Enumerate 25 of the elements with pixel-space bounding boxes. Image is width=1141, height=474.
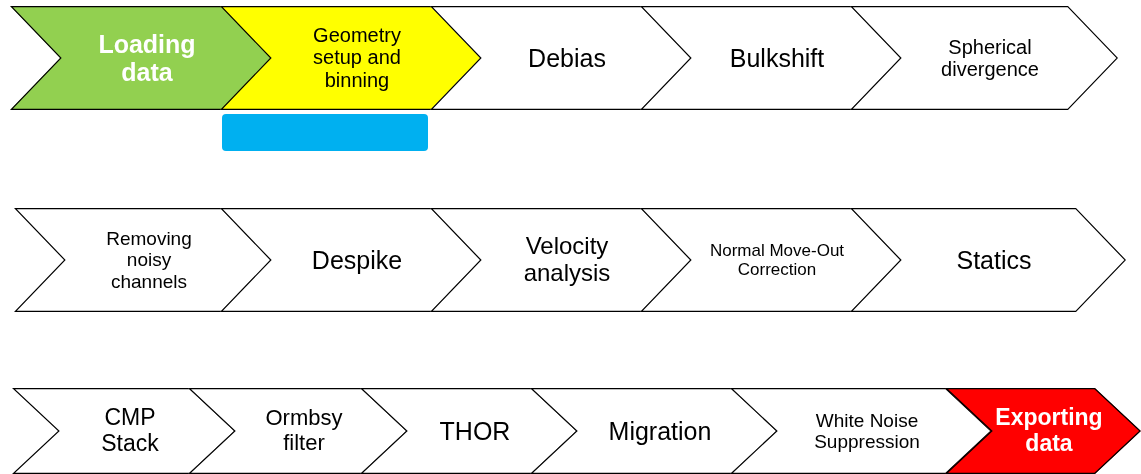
chevron-step bbox=[530, 388, 778, 474]
step-label: Loading data bbox=[97, 30, 197, 86]
tag-box bbox=[222, 114, 428, 151]
step-label: Ormbsy filter bbox=[264, 406, 344, 456]
step-label: Despike bbox=[310, 246, 404, 274]
chevron-step bbox=[360, 388, 578, 474]
step-label: Normal Move-Out Correction bbox=[708, 240, 846, 280]
step-label: CMP Stack bbox=[100, 405, 160, 457]
chevron-step bbox=[850, 208, 1126, 312]
chevron-step bbox=[945, 388, 1141, 474]
step-label: Bulkshift bbox=[728, 44, 826, 72]
step-label: THOR bbox=[438, 417, 512, 445]
chevron-step bbox=[850, 6, 1118, 110]
step-label: White Noise Suppression bbox=[813, 409, 921, 453]
step-label: Statics bbox=[955, 246, 1033, 274]
chevron-step bbox=[640, 6, 902, 110]
step-label: Spherical divergence bbox=[940, 35, 1040, 81]
chevron-step bbox=[430, 6, 692, 110]
step-label: Removing noisy channels bbox=[105, 228, 193, 292]
step-label: Geometry setup and binning bbox=[312, 24, 402, 92]
step-label: Debias bbox=[527, 44, 607, 72]
step-label: Migration bbox=[607, 417, 713, 445]
step-label: Exporting data bbox=[994, 405, 1104, 457]
step-label: Velocity analysis bbox=[522, 233, 612, 287]
chevron-step bbox=[220, 208, 482, 312]
